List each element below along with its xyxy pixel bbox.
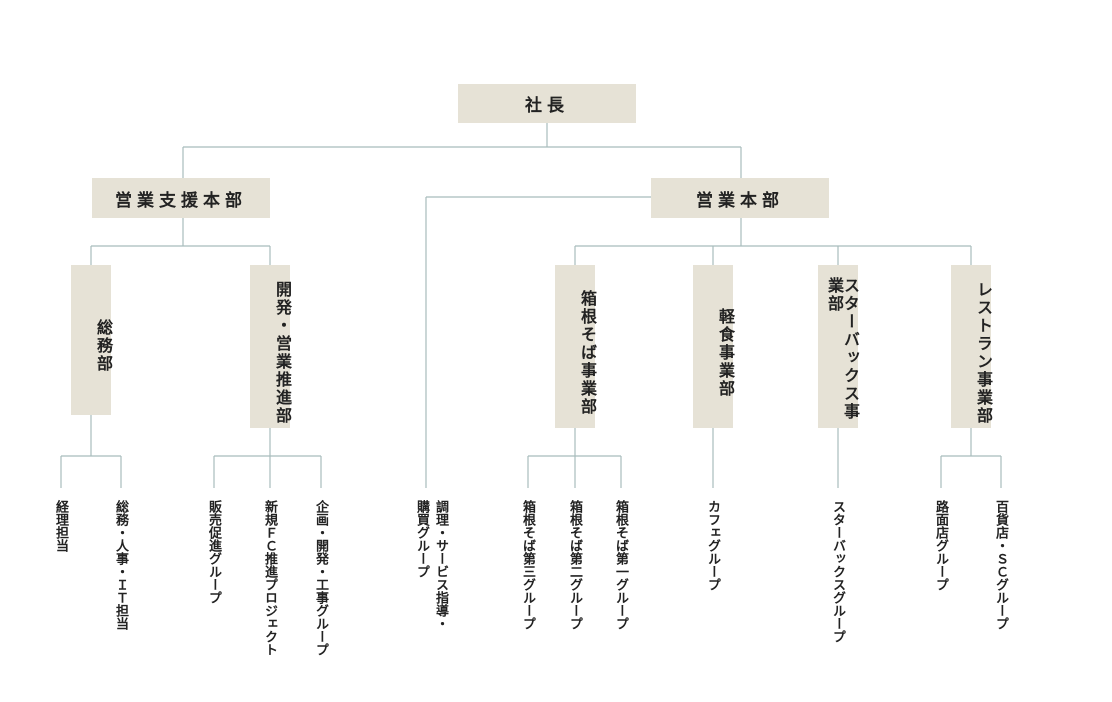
group-cooking-col2: 購買グループ [414,500,429,578]
group-cafe: カフェグループ [705,500,720,591]
group-soba-2: 箱根そば第二グループ [567,500,582,630]
group-sales-promo: 販売促進グループ [206,500,221,604]
group-new-fc: 新規ＦＣ推進プロジェクト [262,500,277,656]
general-affairs-box: 総務部 [71,265,113,415]
group-soba-3: 箱根そば第三グループ [520,500,535,630]
group-planning: 企画・開発・工事グループ [313,500,328,656]
group-cooking-col1: 調理・サービス指導・ [433,500,448,630]
sales-hq-box: 営業本部 [651,178,829,218]
starbucks-box: スターバックス事業部 [818,265,860,428]
president-box: 社長 [458,84,636,123]
support-hq-box: 営業支援本部 [92,178,270,218]
group-soba-1: 箱根そば第一グループ [613,500,628,630]
group-hr-it: 総務・人事・ＩＴ担当 [113,500,128,630]
restaurant-box: レストラン事業部 [951,265,993,428]
hakone-soba-box: 箱根そば事業部 [555,265,597,428]
light-meal-box: 軽食事業部 [693,265,735,428]
development-box: 開発・営業推進部 [250,265,292,428]
group-roadside: 路面店グループ [933,500,948,591]
group-starbucks: スターバックスグループ [830,500,845,643]
group-accounting: 経理担当 [53,500,68,552]
group-dept-sc: 百貨店・ＳＣグループ [993,500,1008,630]
